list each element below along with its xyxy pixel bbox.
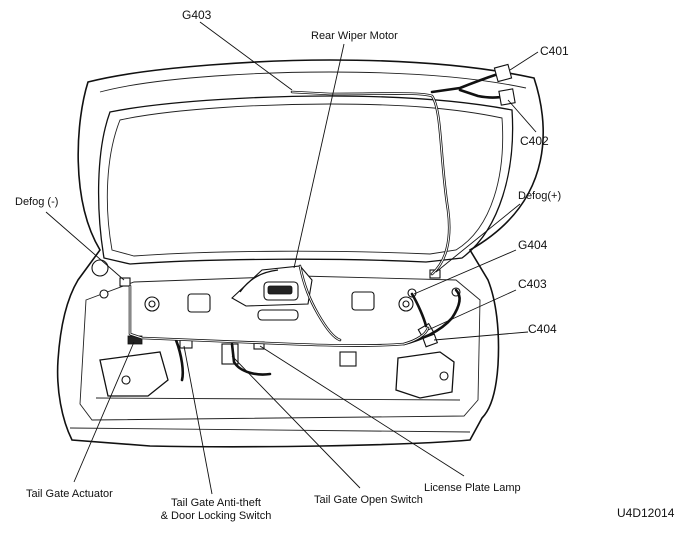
bolt-right-lower: [439, 371, 449, 381]
connector-c402: [498, 88, 516, 106]
connector-c401: [493, 63, 513, 83]
lower-panel-sill: [69, 427, 471, 433]
rear-wiper-motor-cover: [267, 285, 293, 295]
mount-square-right: [351, 291, 375, 311]
hinge-left: [91, 259, 109, 277]
tail-gate-open-switch: [221, 343, 239, 365]
right-lower-cutout: [395, 351, 455, 399]
latch-block: [339, 351, 357, 367]
license-lamp-housing: [257, 309, 299, 321]
rear-glass-opening: [97, 95, 514, 265]
mount-square-left: [187, 293, 211, 313]
defog-neg-terminal: [119, 277, 131, 287]
label-g403: G403: [182, 8, 212, 22]
label-tail-gate-antitheft-line2: & Door Locking Switch: [160, 510, 272, 522]
rear-glass-inner-edge: [106, 103, 504, 257]
lower-inner-panel: [79, 275, 481, 421]
figure-code: U4D12014: [617, 506, 675, 520]
leader-lines: [45, 21, 539, 495]
bolt-left: [99, 289, 109, 299]
label-c404: C404: [528, 322, 557, 336]
rear-wiper-motor-arm: [239, 269, 279, 293]
label-defog-neg: Defog (-): [15, 196, 59, 208]
label-tail-gate-open-switch: Tail Gate Open Switch: [314, 494, 423, 506]
label-rear-wiper-motor: Rear Wiper Motor: [311, 30, 398, 42]
label-defog-pos: Defog(+): [518, 190, 562, 202]
label-c403: C403: [518, 277, 547, 291]
label-tail-gate-antitheft-line1: Tail Gate Anti-theft: [171, 497, 261, 509]
mount-hole-left-outer-inner: [148, 300, 156, 308]
tailgate-upper-rim: [99, 71, 527, 93]
wire-harness-highlight: [129, 91, 450, 346]
label-license-plate-lamp: License Plate Lamp: [424, 482, 521, 494]
lower-panel-ridge: [95, 397, 461, 401]
mount-hole-right-outer-inner: [402, 300, 410, 308]
label-c401: C401: [540, 44, 569, 58]
label-tail-gate-actuator: Tail Gate Actuator: [26, 488, 113, 500]
label-g404: G404: [518, 238, 548, 252]
label-c402: C402: [520, 134, 549, 148]
left-lower-cutout: [99, 351, 169, 397]
bolt-left-lower: [121, 375, 131, 385]
